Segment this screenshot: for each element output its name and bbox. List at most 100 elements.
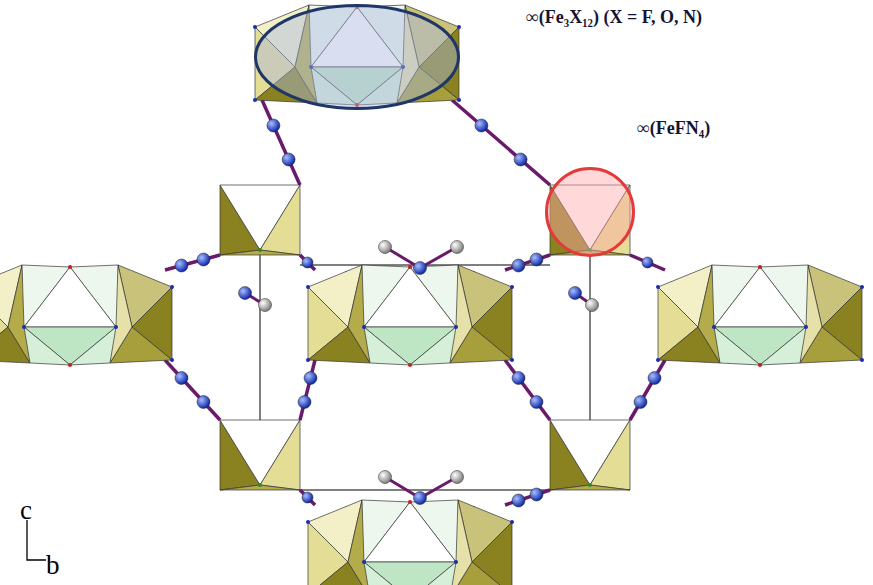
unit-label: ∞(Fe₃X₁₂) (X = F, O, N) [526,8,702,28]
nitrogen-atom [414,262,427,275]
octahedron-face [24,327,70,365]
ncn-molecules [239,241,599,505]
octahedron-face [364,267,456,327]
chain-bond [505,360,550,420]
cell-lines [40,255,820,507]
nitrogen-atom [634,396,647,409]
chain-bond [505,490,550,505]
vertex-dot [306,520,310,524]
octahedron-face [714,327,760,365]
nitrogen-atom [282,153,295,166]
octahedron-face [364,562,456,585]
vertex-dot [22,325,26,329]
vertex-dot [454,325,458,329]
vertex-dot [804,325,808,329]
vertex-dot [306,285,310,289]
vertex-dot [408,265,412,269]
monomer-highlight: ∞(FeFN₄) [545,167,635,257]
vertex-dot [860,285,864,289]
nitrogen-atom [530,488,543,501]
unit-label: ∞(FeFN₄) [637,119,710,139]
vertex-dot [860,358,864,362]
vertex-dot [454,560,458,564]
carbon-atom [586,299,599,312]
chain-bond [300,490,315,505]
monomer-octahedron [220,185,300,255]
vertex-dot [258,248,262,252]
carbon-atom [451,471,464,484]
vertex-dot [114,325,118,329]
vertex-dot [656,285,660,289]
nitrogen-atom [414,492,427,505]
octahedron-face [260,185,300,255]
octahedron-face [70,327,116,365]
octahedron-face [410,562,456,585]
highlight-ellipse [256,6,459,109]
octahedron-face [24,267,116,327]
trimer-polyhedra [306,500,514,585]
axis-label: c [20,497,32,524]
nitrogen-atom [302,257,313,268]
carbon-atom [451,241,464,254]
carbon-atom [379,471,392,484]
nitrogen-atom [648,372,661,385]
vertex-dot [510,285,514,289]
nitrogen-atom [512,372,525,385]
carbon-atom [259,299,272,312]
vertex-dot [758,265,762,269]
octahedron-face [364,327,456,365]
cell-line [590,255,591,420]
octahedron-face [260,420,300,490]
nitrogen-atom [642,257,653,268]
chain-bond [165,255,220,270]
chain-bond [300,255,315,270]
carbon-atom [379,241,392,254]
octahedron-face [714,327,806,365]
highlight-ellipse [547,169,634,256]
nitrogen-atom [302,492,313,503]
chain-bond [505,255,550,270]
nitrogen-atom [530,253,543,266]
vertex-dot [588,483,592,487]
cell-line [260,255,261,420]
octahedron-face [364,502,456,562]
octahedron-face [364,327,410,365]
chain-bond [262,100,300,185]
chain-bond [452,100,550,185]
vertex-dot [68,363,72,367]
vertex-dot [362,325,366,329]
nitrogen-atom [304,372,317,385]
nitrogen-atom [569,287,582,300]
nitrogen-atom [514,153,527,166]
nitrogen-atom [475,119,488,132]
vertex-dot [656,358,660,362]
trimer-polyhedra [306,265,514,367]
trimer-polyhedra [656,265,864,367]
chain-bond [630,360,665,420]
octahedron-face [760,327,806,365]
vertex-dot [510,358,514,362]
axis-corner [27,520,46,560]
octahedron-face [24,327,116,365]
nitrogen-atom [512,494,525,507]
nitrogen-atom [298,396,311,409]
trimer-highlight: ∞(Fe₃X₁₂) (X = F, O, N) [254,4,460,110]
monomer-octahedron [550,420,630,490]
vertex-dot [457,25,461,29]
vertex-dot [253,25,257,29]
octahedron-face [410,327,456,365]
nitrogen-atom [197,253,210,266]
axis-label: b [46,552,60,579]
vertex-dot [408,500,412,504]
octahedron-face [714,267,806,327]
chain-bond [630,255,665,270]
vertex-dot [510,520,514,524]
nitrogen-atom [267,119,280,132]
nitrogen-atom [175,372,188,385]
nitrogen-atom [175,259,188,272]
chain-bond [165,360,220,420]
vertex-dot [712,325,716,329]
vertex-dot [408,363,412,367]
vertex-dot [362,560,366,564]
vertex-dot [758,363,762,367]
